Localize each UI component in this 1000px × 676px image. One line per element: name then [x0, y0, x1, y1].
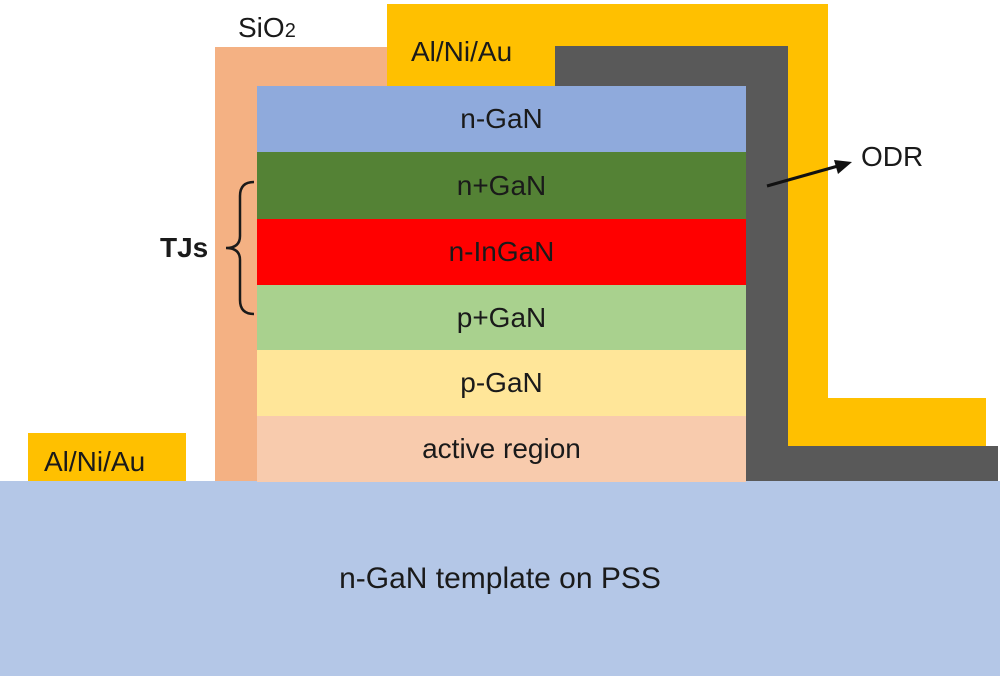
bottom-contact-metal — [28, 433, 186, 483]
layer-p-gan: p-GaN — [257, 350, 746, 416]
layer-active-region: active region — [257, 416, 746, 482]
odr-label: ODR — [861, 141, 924, 172]
sio2-label-subscript: 2 — [284, 20, 296, 42]
sio2-label: SiO2 — [238, 14, 296, 42]
layer-label: n+GaN — [456, 169, 547, 201]
layer-label: p+GaN — [456, 301, 547, 333]
tjs-label: TJs — [160, 232, 209, 263]
layer-label: n-InGaN — [448, 236, 555, 267]
top-contact-metal-foot — [788, 398, 986, 446]
substrate: n-GaN template on PSS — [0, 481, 1000, 676]
odr-layer-foot — [746, 446, 998, 482]
layer-n-gan: n-GaN — [257, 86, 746, 152]
layer-label: active region — [422, 433, 581, 464]
layer-p-plus-gan: p+GaN — [257, 285, 746, 350]
top-contact-metal-side — [788, 4, 828, 446]
bottom-contact-label: Al/Ni/Au — [44, 446, 146, 477]
odr-arrowhead-icon — [834, 160, 852, 174]
layer-label: p-GaN — [460, 367, 543, 398]
sio2-label-text: SiO — [238, 12, 285, 43]
substrate-label: n-GaN template on PSS — [339, 561, 661, 595]
layer-n-plus-gan: n+GaN — [257, 152, 746, 219]
top-contact-label: Al/Ni/Au — [411, 36, 513, 67]
layer-n-ingan: n-InGaN — [257, 219, 746, 285]
odr-layer-side — [746, 46, 788, 482]
tjs-brace-icon — [225, 180, 255, 316]
layer-label: n-GaN — [460, 103, 543, 134]
odr-arrow-line-icon — [766, 164, 839, 188]
